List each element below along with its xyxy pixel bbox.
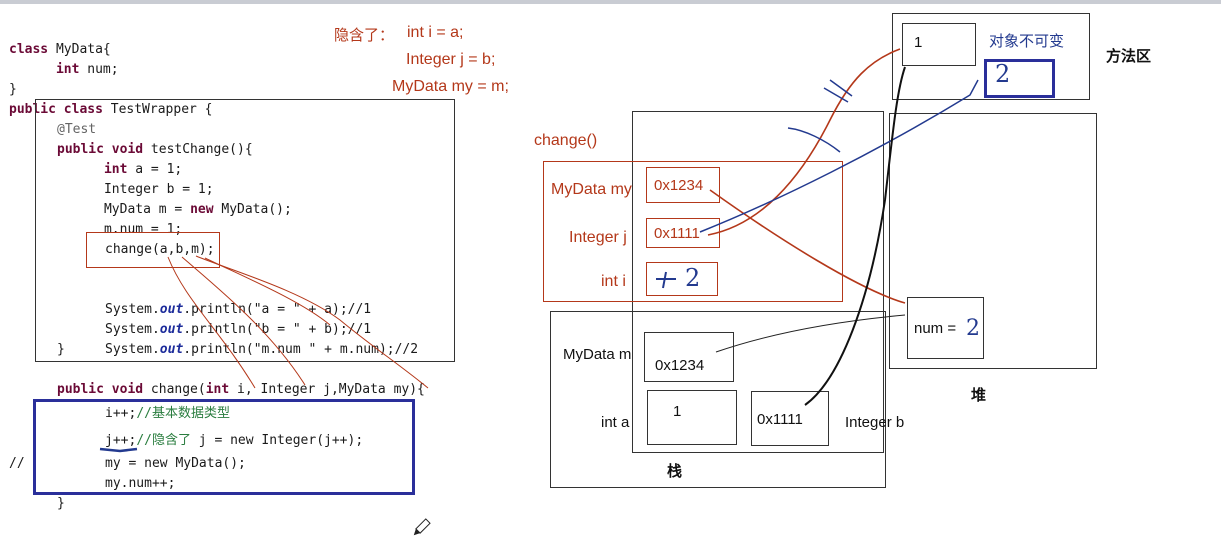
method-area-value-new: 2 bbox=[995, 60, 1011, 88]
frame-j-label: Integer j bbox=[569, 229, 627, 246]
ref-my-to-heap bbox=[709, 189, 906, 304]
frame-i-value: 2 bbox=[685, 264, 701, 292]
code-line: j++;//隐含了 j = new Integer(j++); bbox=[105, 433, 364, 448]
main-a-cell bbox=[647, 390, 737, 445]
implied-line-1: int i = a; bbox=[407, 24, 464, 41]
change-frame-title: change() bbox=[534, 132, 598, 149]
main-b-label: Integer b bbox=[845, 414, 905, 431]
code-line: Integer b = 1; bbox=[103, 182, 214, 197]
arg-link-b bbox=[181, 256, 306, 386]
frame-i-cell bbox=[646, 262, 718, 296]
crossout-mark-2 bbox=[787, 127, 841, 153]
main-m-cell bbox=[644, 332, 734, 382]
test-method-block: @Test public void testChange(){ int a = … bbox=[57, 100, 292, 240]
ref-j-new bbox=[699, 79, 979, 233]
frame-i-label: int i bbox=[601, 273, 626, 290]
arg-link-a bbox=[167, 256, 256, 389]
main-m-value: 0x1234 bbox=[655, 357, 705, 374]
frame-j-value: 0x1111 bbox=[654, 225, 700, 242]
main-m-label: MyData m bbox=[563, 346, 632, 363]
method-area-cell-old bbox=[902, 23, 976, 66]
method-area-value-old: 1 bbox=[914, 34, 923, 51]
code-line: } bbox=[57, 342, 65, 357]
code-line: } bbox=[9, 82, 17, 97]
frame-my-value: 0x1234 bbox=[654, 177, 704, 194]
code-line: System.out.println("a = " + a);//1 bbox=[105, 302, 372, 317]
code-line: } bbox=[57, 496, 65, 511]
implied-line-3: MyData my = m; bbox=[392, 78, 509, 95]
code-line: class MyData{ bbox=[9, 42, 111, 57]
code-line: MyData m = new MyData(); bbox=[103, 202, 292, 217]
implied-label: 隐含了： bbox=[334, 27, 395, 44]
code-listing: class MyData{ int num; } public class Te… bbox=[9, 20, 213, 120]
code-line: System.out.println("b = " + b);//1 bbox=[105, 322, 372, 337]
change-frame bbox=[543, 161, 843, 302]
code-line: public void testChange(){ bbox=[57, 142, 253, 157]
main-a-label: int a bbox=[601, 414, 630, 431]
print-block: System.out.println("a = " + a);//1 Syste… bbox=[105, 280, 418, 360]
change-method-sig: public void change(int i, Integer j,MyDa… bbox=[57, 382, 425, 397]
method-area-region bbox=[892, 13, 1090, 100]
implied-line-2: Integer j = b; bbox=[406, 51, 496, 68]
change-body-box bbox=[33, 399, 415, 495]
code-line: System.out.println("m.num " + m.num);//2 bbox=[105, 342, 419, 357]
method-area-cell-new bbox=[984, 59, 1055, 98]
code-line: // bbox=[9, 456, 25, 471]
arg-link-m2 bbox=[204, 257, 331, 326]
main-frame bbox=[550, 311, 886, 488]
ref-j-old bbox=[707, 48, 901, 236]
ref-b-to-method bbox=[804, 66, 906, 406]
overwrite-mark bbox=[656, 271, 676, 289]
heap-num-value: 2 bbox=[966, 316, 980, 341]
pencil-cursor-icon bbox=[413, 518, 431, 536]
heap-caption: 堆 bbox=[971, 387, 987, 404]
method-area-note: 对象不可变 bbox=[989, 33, 1065, 50]
frame-my-label: MyData my bbox=[551, 181, 632, 198]
annotation: @Test bbox=[57, 122, 97, 137]
arg-link-m bbox=[195, 255, 429, 389]
main-a-value: 1 bbox=[673, 403, 682, 420]
frame-my-cell bbox=[646, 167, 720, 203]
underline-mark bbox=[99, 447, 138, 453]
ref-m-to-heap bbox=[715, 314, 906, 353]
code-line: my.num++; bbox=[105, 476, 176, 491]
main-b-value: 0x1111 bbox=[757, 411, 803, 428]
code-line: public class TestWrapper { bbox=[9, 102, 213, 117]
heap-region bbox=[889, 113, 1097, 369]
code-text: MyData{ bbox=[55, 42, 111, 57]
code-line: int a = 1; bbox=[103, 162, 183, 177]
change-call-box bbox=[86, 232, 220, 268]
stack-region bbox=[632, 111, 884, 453]
main-b-cell bbox=[751, 391, 829, 446]
change-call: change(a,b,m); bbox=[105, 242, 215, 257]
stack-caption: 栈 bbox=[667, 463, 683, 480]
code-line: int num; bbox=[55, 62, 119, 77]
test-method-box bbox=[35, 99, 455, 362]
top-border bbox=[0, 0, 1221, 4]
crossout-mark-1 bbox=[823, 79, 853, 103]
heap-num-label: num = bbox=[914, 320, 957, 337]
code-line: m.num = 1; bbox=[103, 222, 183, 237]
code-line: my = new MyData(); bbox=[105, 456, 246, 471]
method-area-caption: 方法区 bbox=[1106, 48, 1152, 65]
heap-object bbox=[907, 297, 984, 359]
code-line: i++;//基本数据类型 bbox=[105, 406, 230, 421]
